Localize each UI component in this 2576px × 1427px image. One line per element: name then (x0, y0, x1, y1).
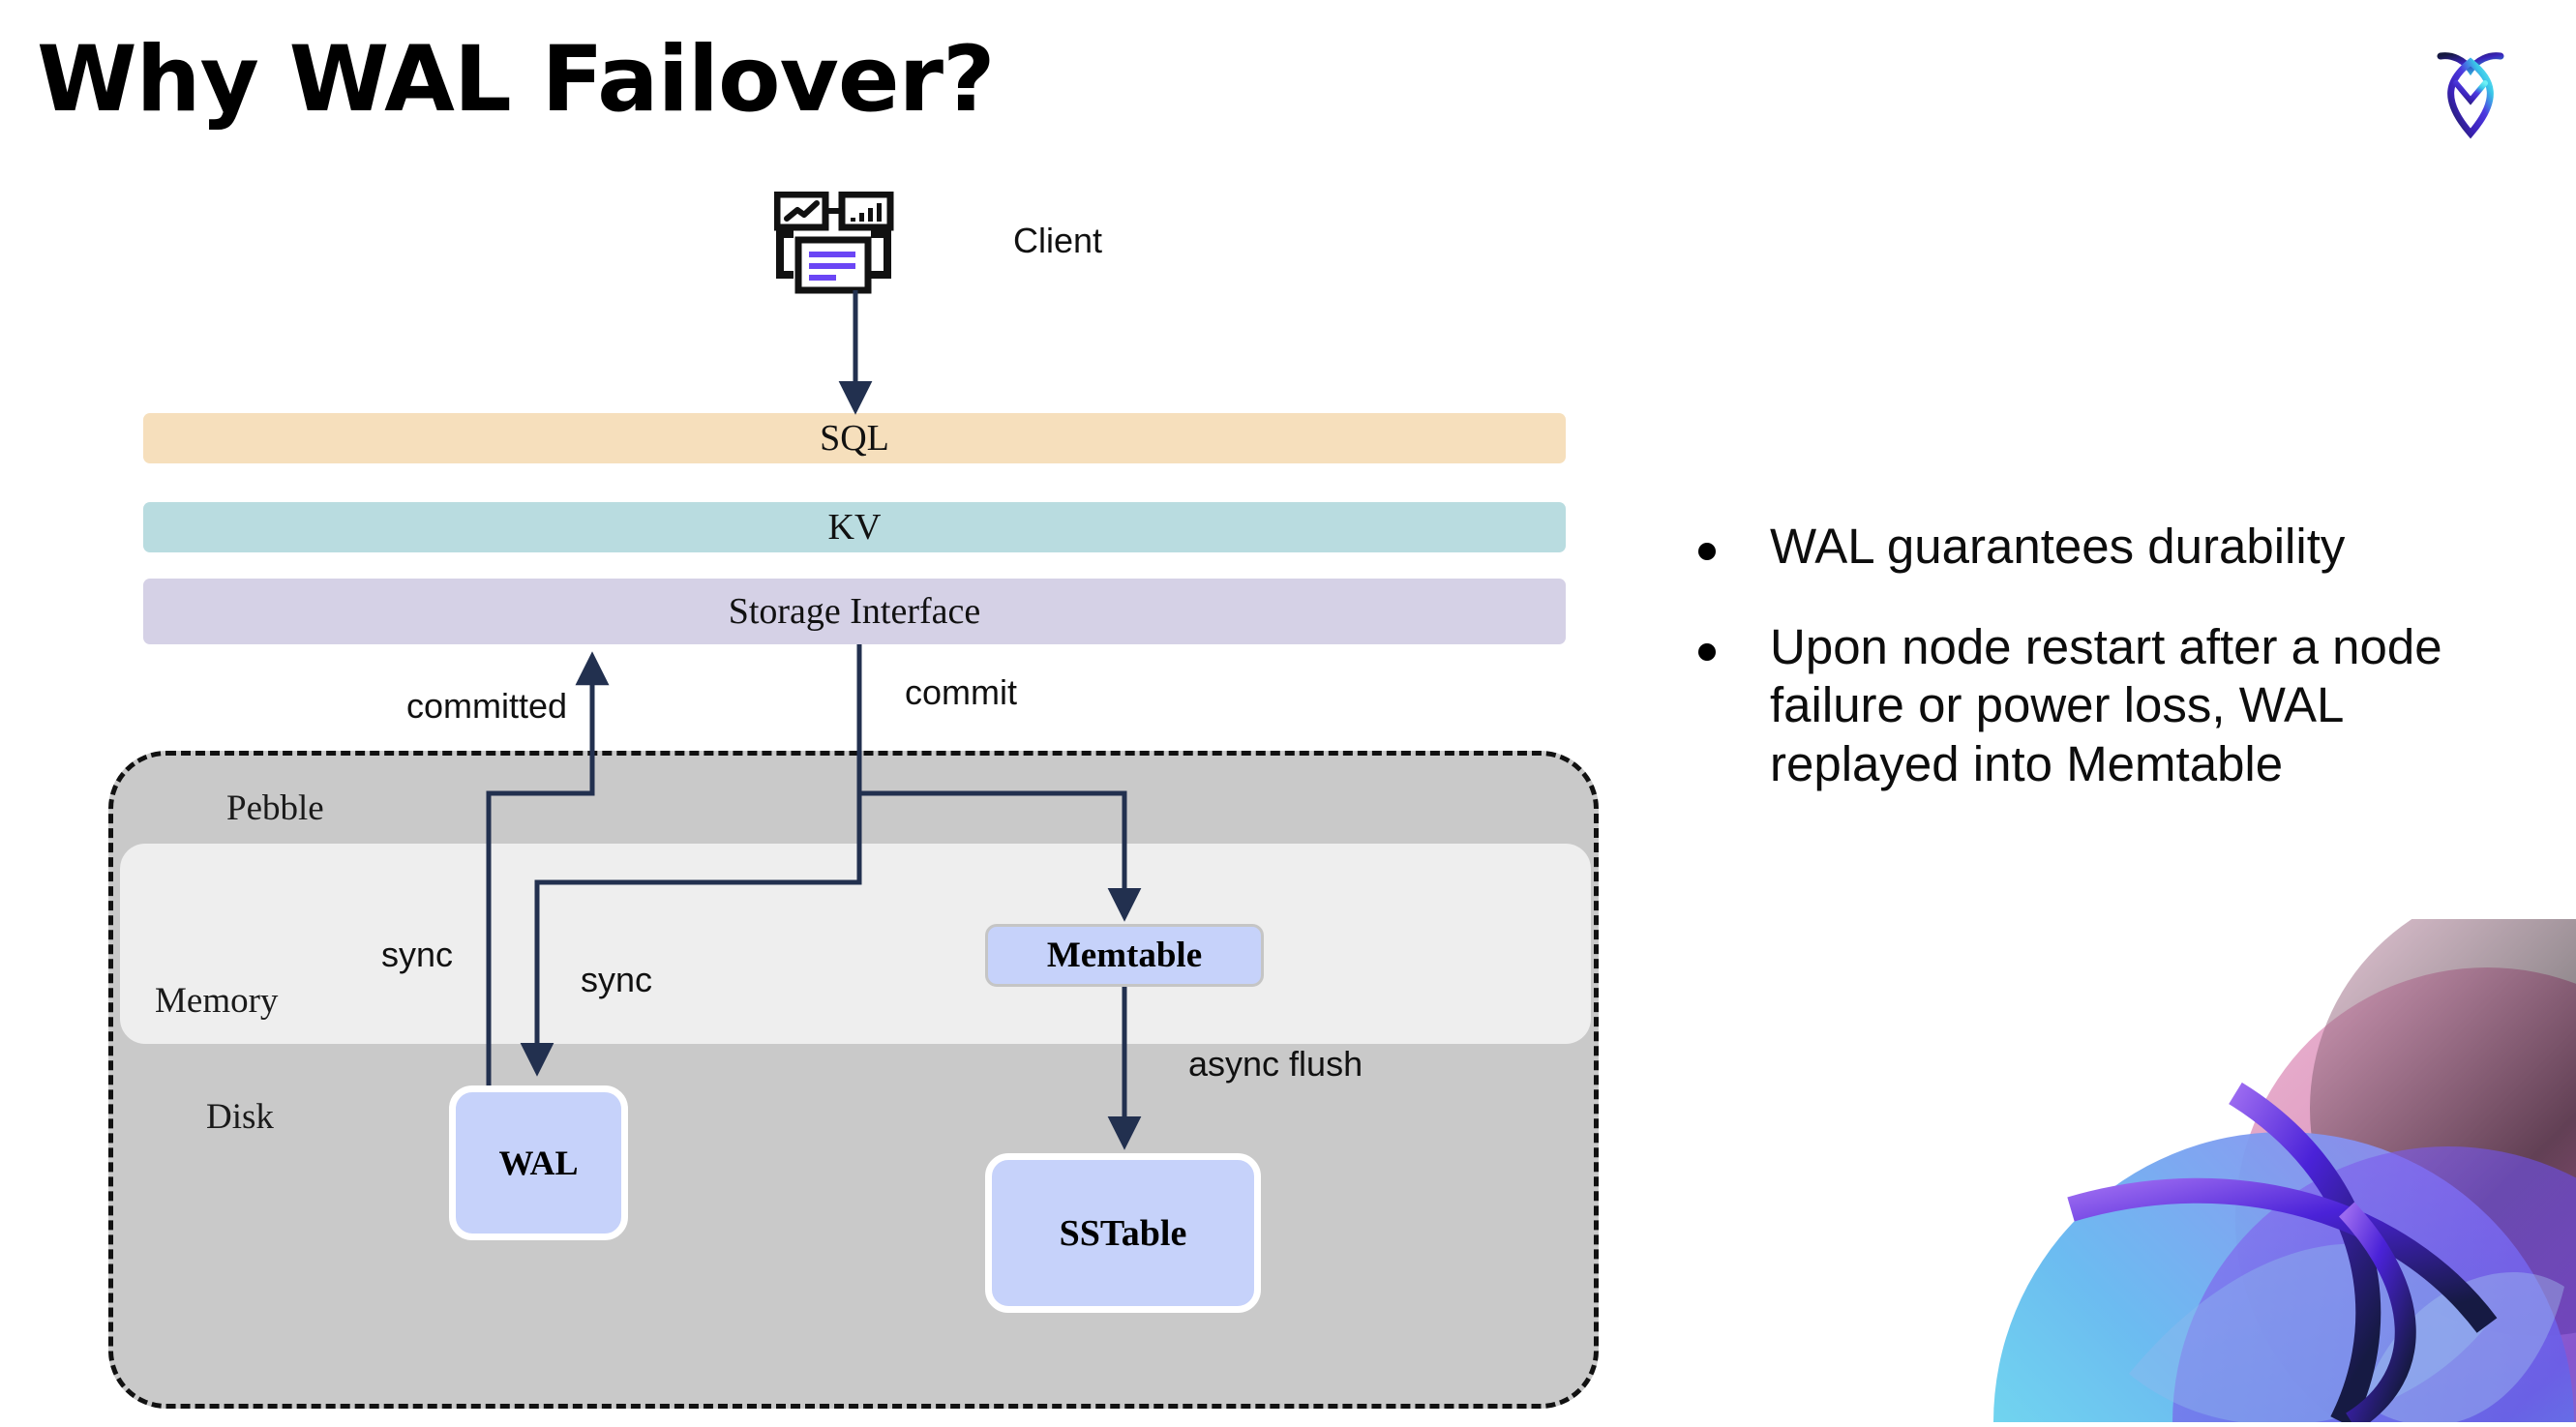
layer-bar-storage-interface: Storage Interface (143, 579, 1566, 644)
gradient-circles-decoration (1945, 919, 2576, 1422)
client-app-icon (773, 191, 929, 317)
layer-bar-kv: KV (143, 502, 1566, 552)
edge-label-committed: committed (406, 686, 568, 726)
memory-label: Memory (155, 981, 279, 1021)
page-title: Why WAL Failover? (37, 27, 996, 133)
list-item: WAL guarantees durability (1698, 518, 2531, 576)
edge-label-sync-right: sync (581, 960, 653, 999)
edge-label-async-flush: async flush (1188, 1044, 1363, 1084)
bullet-dot-icon (1698, 643, 1716, 662)
layer-bar-sql: SQL (143, 413, 1566, 463)
memory-zone (120, 844, 1591, 1044)
edge-label-commit: commit (905, 672, 1017, 712)
node-wal: WAL (449, 1085, 628, 1240)
node-memtable: Memtable (985, 924, 1264, 987)
node-sstable: SSTable (985, 1153, 1261, 1313)
list-item: Upon node restart after a node failure o… (1698, 618, 2531, 793)
bullet-list: WAL guarantees durability Upon node rest… (1698, 518, 2531, 836)
bullet-dot-icon (1698, 543, 1716, 560)
cockroachdb-logo-icon (2417, 33, 2524, 144)
diagram-edges (486, 290, 1142, 1150)
edge-label-sync-left: sync (381, 935, 454, 974)
architecture-diagram: SQL KV Storage Interface Pebble Memory D… (108, 191, 1599, 1409)
disk-label: Disk (206, 1097, 274, 1137)
pebble-label: Pebble (226, 788, 324, 828)
bullet-text: Upon node restart after a node failure o… (1770, 619, 2442, 791)
client-label: Client (1013, 221, 1103, 260)
bullet-text: WAL guarantees durability (1770, 519, 2346, 574)
